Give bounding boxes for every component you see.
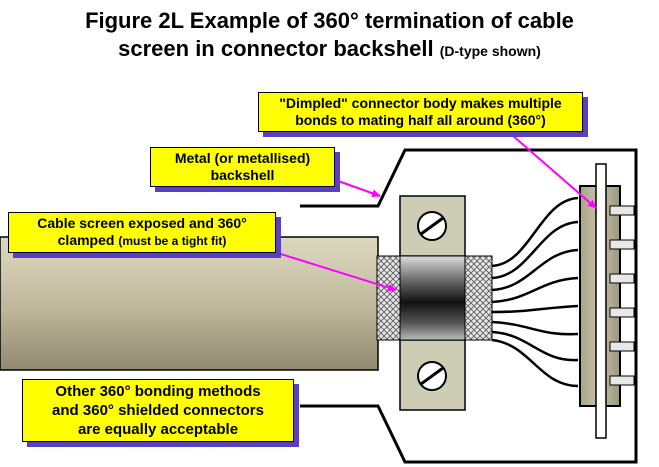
connector-wires — [491, 196, 579, 388]
connector-pins — [609, 205, 635, 386]
callout-other-line3: are equally acceptable — [77, 421, 239, 438]
arrow-to-backshell — [329, 177, 381, 198]
callout-dimpled-line2: bonds to mating half all around (360°) — [295, 112, 546, 128]
figure-title-note: (D-type shown) — [439, 43, 541, 59]
callout-screen-line2a: clamped — [57, 232, 115, 248]
connector-flange — [595, 163, 607, 439]
cable-jacket — [0, 236, 379, 371]
callout-backshell-line2: backshell — [210, 167, 275, 183]
clamp-band — [399, 255, 466, 341]
callout-dimpled-body: "Dimpled" connector body makes multiple … — [258, 92, 583, 132]
callout-other-line1: Other 360° bonding methods — [55, 383, 261, 400]
callout-other-line2: and 360° shielded connectors — [52, 402, 264, 419]
arrow-to-screen — [267, 249, 397, 292]
callout-screen-line2: clamped (must be a tight fit) — [15, 232, 269, 250]
callout-screen-line2b: (must be a tight fit) — [118, 234, 227, 248]
arrow-to-connector — [511, 134, 597, 209]
callout-screen-line1: Cable screen exposed and 360° — [37, 215, 247, 231]
figure-title-main: screen in connector backshell — [118, 36, 434, 61]
clamp-screw-upper — [417, 211, 447, 241]
backshell-outline — [300, 148, 638, 464]
figure-title-line1: Figure 2L Example of 360° termination of… — [85, 8, 574, 33]
callout-backshell: Metal (or metallised) backshell — [150, 147, 335, 187]
figure-title-line2: screen in connector backshell (D-type sh… — [0, 36, 659, 62]
callout-backshell-line1: Metal (or metallised) — [174, 150, 311, 166]
callout-cable-screen: Cable screen exposed and 360° clamped (m… — [8, 212, 276, 253]
callout-other-methods: Other 360° bonding methods and 360° shie… — [22, 379, 294, 442]
callout-dimpled-line1: "Dimpled" connector body makes multiple — [279, 95, 562, 111]
clamp-screw-lower — [417, 361, 447, 391]
